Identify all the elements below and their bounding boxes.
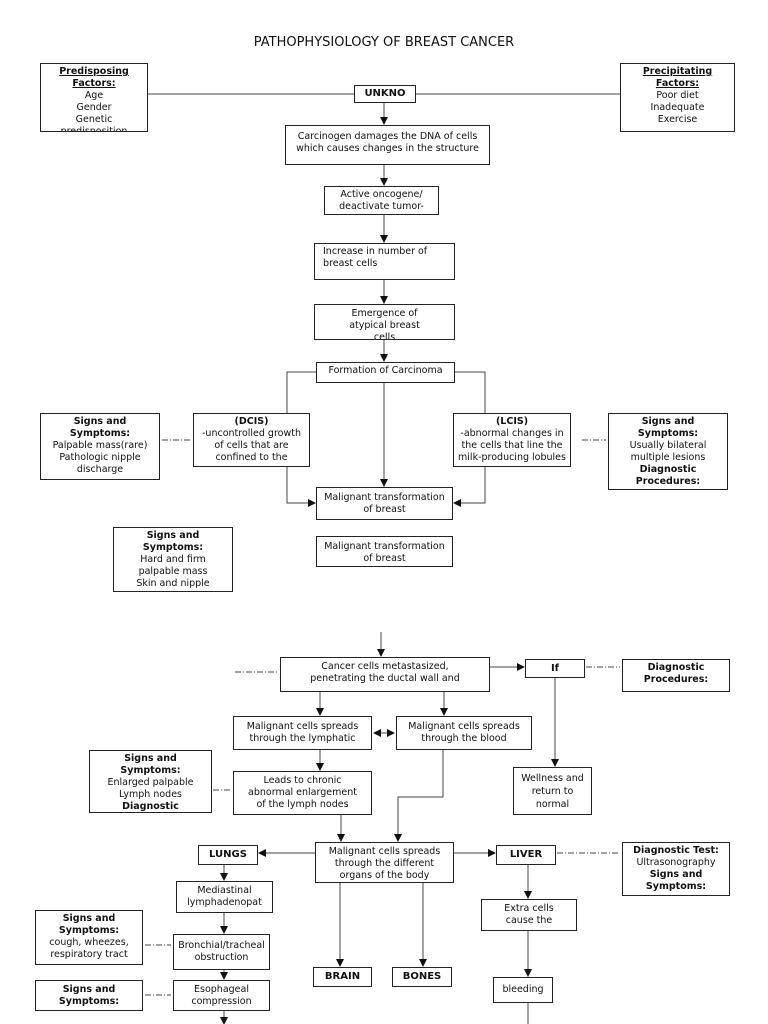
heading: Precipitating Factors: [642, 66, 713, 89]
heading: Signs and Symptoms: [142, 530, 204, 553]
signs-dcis-box: Signs and Symptoms: Palpable mass(rare) … [40, 413, 160, 480]
formation-node: Formation of Carcinoma [316, 362, 455, 383]
oncogene-node: Active oncogene/ deactivate tumor- [324, 186, 439, 215]
lungs-node: LUNGS [198, 845, 258, 865]
extra-cells-node: Extra cells cause the [481, 899, 577, 931]
heading: Diagnostic Procedures: [635, 464, 701, 487]
heading: Predisposing Factors: [59, 66, 129, 89]
heading: Diagnostic Procedures: [643, 662, 709, 685]
heading: Diagnostic Test: [633, 845, 719, 856]
heading: Signs and Symptoms: [637, 416, 699, 439]
organs-node: Malignant cells spreads through the diff… [315, 842, 454, 883]
heading: (LCIS) [495, 416, 529, 427]
increase-node: Increase in number of breast cells [314, 243, 455, 280]
item: Skin and nipple [136, 578, 210, 589]
malignant-transformation-node: Malignant transformation of breast [316, 487, 453, 520]
emergence-node: Emergence of atypical breast cells [314, 304, 455, 340]
item: Palpable mass(rare) [52, 440, 148, 451]
lcis-node: (LCIS) -abnormal changes in the cells th… [453, 413, 571, 467]
item: discharge [76, 464, 124, 475]
heading: (DCIS) [234, 416, 269, 427]
item: Lymph nodes [118, 789, 183, 800]
signs-lymph-box: Signs and Symptoms: Enlarged palpable Ly… [89, 750, 212, 813]
text: -abnormal changes in the cells that line… [458, 428, 566, 463]
if-node: If [525, 659, 585, 678]
precipitating-factors-box: Precipitating Factors: Poor diet Inadequ… [620, 63, 735, 132]
malignant-transformation-node-2: Malignant transformation of breast [316, 536, 453, 567]
item: Pathologic nipple [59, 452, 141, 463]
item: Gender [76, 102, 112, 113]
heading: Diagnostic [122, 801, 179, 812]
bones-node: BONES [392, 967, 452, 987]
text: -uncontrolled growth of cells that are c… [202, 428, 301, 463]
item: Ultrasonography [636, 857, 716, 868]
liver-node: LIVER [496, 845, 556, 865]
item: multiple lesions [630, 452, 706, 463]
item: Poor diet [656, 90, 699, 101]
wellness-node: Wellness and return to normal [513, 767, 592, 815]
heading: Signs and Symptoms: [645, 869, 707, 892]
blood-node: Malignant cells spreads through the bloo… [396, 716, 532, 750]
item: palpable mass [138, 566, 208, 577]
diagnostic-procedures-box: Diagnostic Procedures: [622, 659, 730, 692]
predisposing-factors-box: Predisposing Factors: Age Gender Genetic… [40, 63, 148, 132]
signs-hard-box: Signs and Symptoms: Hard and firm palpab… [113, 527, 233, 592]
unknown-node: UNKNO [354, 85, 416, 103]
bleeding-node: bleeding [493, 977, 553, 1003]
item: Usually bilateral [629, 440, 707, 451]
item: cough, wheezes, respiratory tract [49, 937, 129, 960]
item: Genetic predisposition [60, 114, 128, 132]
diagnostic-test-box: Diagnostic Test: Ultrasonography Signs a… [622, 842, 730, 896]
signs-esophageal-box: Signs and Symptoms: [35, 980, 143, 1011]
leads-node: Leads to chronic abnormal enlargement of… [233, 771, 372, 815]
dcis-node: (DCIS) -uncontrolled growth of cells tha… [193, 413, 310, 467]
item: Enlarged palpable [107, 777, 194, 788]
item: Age [84, 90, 104, 101]
page-title: PATHOPHYSIOLOGY OF BREAST CANCER [253, 35, 515, 50]
lymphatic-node: Malignant cells spreads through the lymp… [233, 716, 372, 750]
signs-lcis-box: Signs and Symptoms: Usually bilateral mu… [608, 413, 728, 490]
esophageal-node: Esophageal compression [173, 980, 270, 1011]
signs-cough-box: Signs and Symptoms: cough, wheezes, resp… [35, 910, 143, 965]
item: Inadequate [650, 102, 705, 113]
brain-node: BRAIN [313, 967, 372, 987]
heading: Signs and Symptoms: [69, 416, 131, 439]
item: Exercise [657, 114, 698, 125]
heading: Signs and Symptoms: [120, 753, 181, 776]
bronchial-node: Bronchial/tracheal obstruction [173, 934, 270, 970]
mediastinal-node: Mediastinal lymphadenopat [176, 881, 273, 913]
heading: Signs and Symptoms: [58, 984, 120, 1007]
heading: Signs and Symptoms: [58, 913, 120, 936]
item: Hard and firm [140, 554, 206, 565]
metastasized-node: Cancer cells metastasized, penetrating t… [280, 657, 490, 692]
carcinogen-node: Carcinogen damages the DNA of cells whic… [285, 125, 490, 165]
